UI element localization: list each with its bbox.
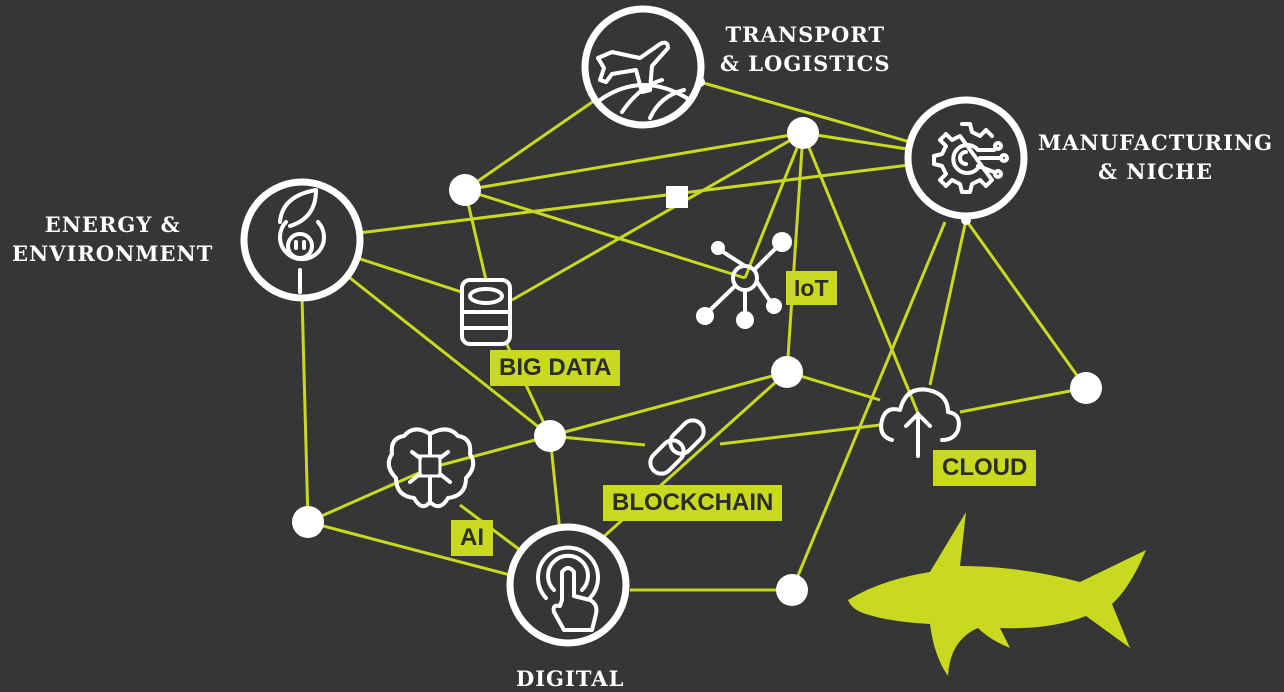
connection-line — [790, 221, 947, 591]
connection-line — [300, 295, 310, 523]
database-icon — [460, 278, 512, 346]
transport-hub — [581, 5, 705, 129]
network-node — [771, 356, 803, 388]
hub-label-energy: ENERGY & ENVIRONMENT — [12, 212, 214, 266]
marker-square — [666, 186, 688, 208]
connection-line — [464, 188, 746, 280]
iot-hub-icon — [696, 232, 792, 329]
hub-label-transport: TRANSPORT & LOGISTICS — [720, 22, 891, 76]
airplane-globe-icon — [596, 40, 692, 120]
manufacturing-hub — [904, 96, 1028, 220]
brain-chip-icon — [386, 427, 476, 509]
connection-line — [964, 219, 1088, 389]
connection-line — [307, 520, 511, 577]
network-nodes — [292, 77, 1102, 606]
network-node — [787, 117, 819, 149]
chain-link-icon — [648, 418, 706, 476]
connection-line — [928, 219, 968, 386]
network-node — [292, 506, 324, 538]
connection-line — [959, 386, 1087, 414]
network-node — [449, 174, 481, 206]
connection-line — [549, 370, 788, 438]
cloud-upload-icon — [879, 387, 961, 458]
connection-line — [801, 132, 922, 419]
gear-circuit-icon — [932, 122, 1009, 194]
digital-hub — [506, 523, 630, 647]
tag-iot: IoT — [786, 271, 837, 305]
connection-line — [743, 132, 805, 279]
connection-line — [719, 423, 881, 446]
leaf-plug-icon — [278, 188, 326, 294]
shark-icon — [848, 512, 1146, 676]
network-node — [776, 574, 808, 606]
connection-line — [786, 370, 881, 402]
tag-cloud: CLOUD — [933, 450, 1037, 486]
tag-ai: AI — [451, 520, 493, 556]
hub-label-manufacturing: MANUFACTURING & NICHE — [1038, 130, 1274, 184]
connection-line — [511, 131, 804, 302]
tag-blockchain: BLOCKCHAIN — [603, 485, 783, 521]
touch-hand-icon — [536, 545, 600, 632]
connection-line — [301, 156, 967, 242]
hub-label-digital: DIGITAL — [516, 666, 625, 691]
energy-hub — [240, 178, 364, 302]
connection-line — [307, 466, 431, 524]
network-node — [1070, 372, 1102, 404]
tag-big-data: BIG DATA — [490, 350, 621, 386]
connection-line — [429, 434, 551, 470]
connection-line — [464, 131, 804, 192]
connection-line — [785, 132, 805, 373]
network-node — [534, 420, 566, 452]
